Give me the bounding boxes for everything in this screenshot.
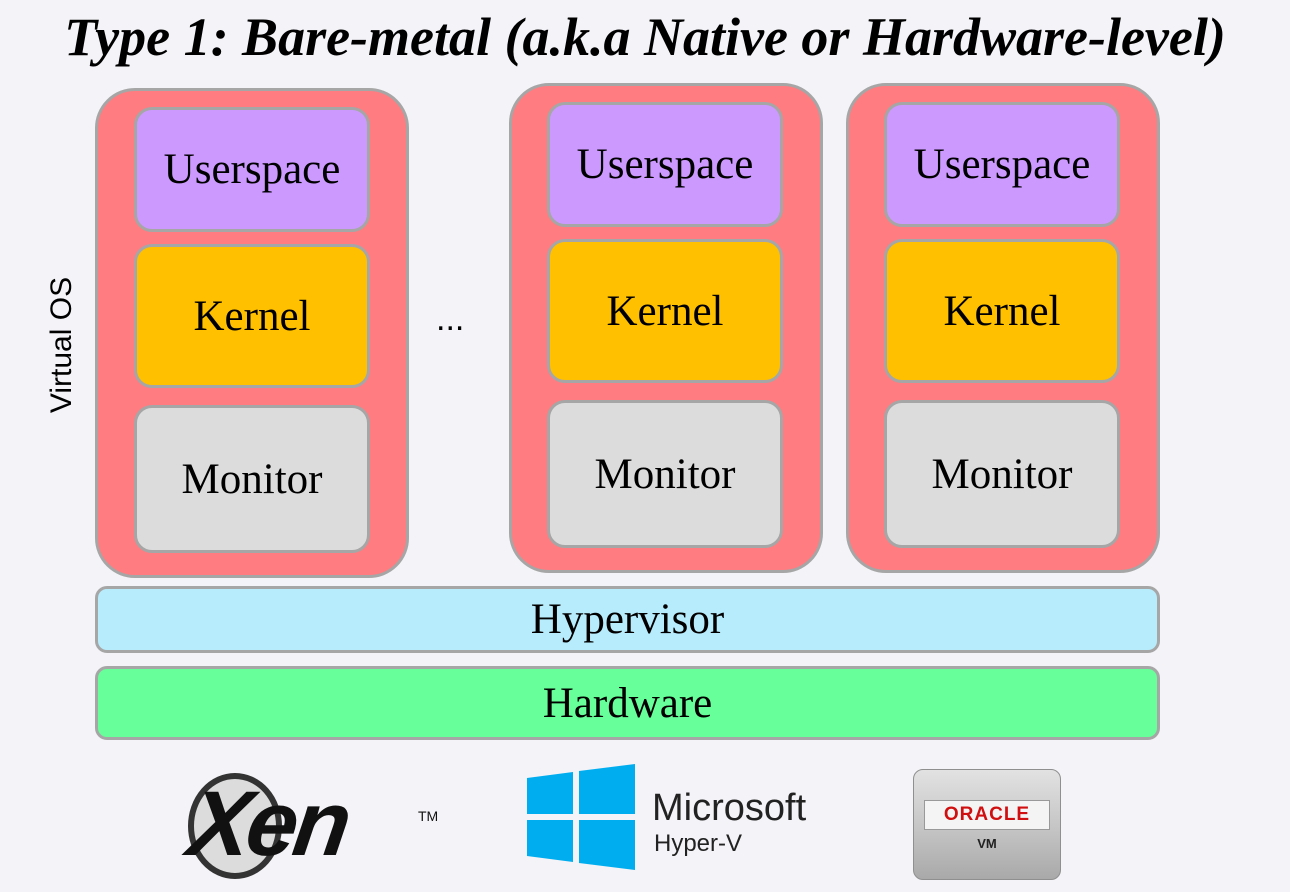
- vm3-userspace-layer: Userspace: [884, 102, 1120, 227]
- oracle-logo-text: ORACLE: [924, 800, 1050, 830]
- vm1-kernel-layer: Kernel: [134, 244, 370, 388]
- vm2-userspace-layer: Userspace: [547, 102, 783, 227]
- vm2-monitor-layer: Monitor: [547, 400, 783, 548]
- vm1-userspace-layer: Userspace: [134, 107, 370, 232]
- virtual-os-label: Virtual OS: [45, 276, 78, 414]
- hardware-layer: Hardware: [95, 666, 1160, 740]
- vm2-kernel-layer: Kernel: [547, 239, 783, 383]
- microsoft-logo-text: Microsoft: [652, 787, 807, 829]
- oracle-vm-logo-icon: ORACLE VM: [913, 769, 1061, 880]
- more-vms-ellipsis: ...: [436, 300, 465, 338]
- page-title: Type 1: Bare-metal (a.k.a Native or Hard…: [64, 7, 1226, 67]
- xen-logo-text: Xen: [182, 773, 354, 875]
- windows-logo-icon: [527, 764, 635, 870]
- vm1-monitor-layer: Monitor: [134, 405, 370, 553]
- xen-logo-icon: [188, 773, 282, 879]
- oracle-vm-text: VM: [977, 836, 997, 851]
- hypervisor-layer: Hypervisor: [95, 586, 1160, 653]
- vm3-monitor-layer: Monitor: [884, 400, 1120, 548]
- vm3-kernel-layer: Kernel: [884, 239, 1120, 383]
- hyper-v-logo-text: Hyper-V: [654, 830, 743, 857]
- xen-trademark: TM: [418, 808, 439, 824]
